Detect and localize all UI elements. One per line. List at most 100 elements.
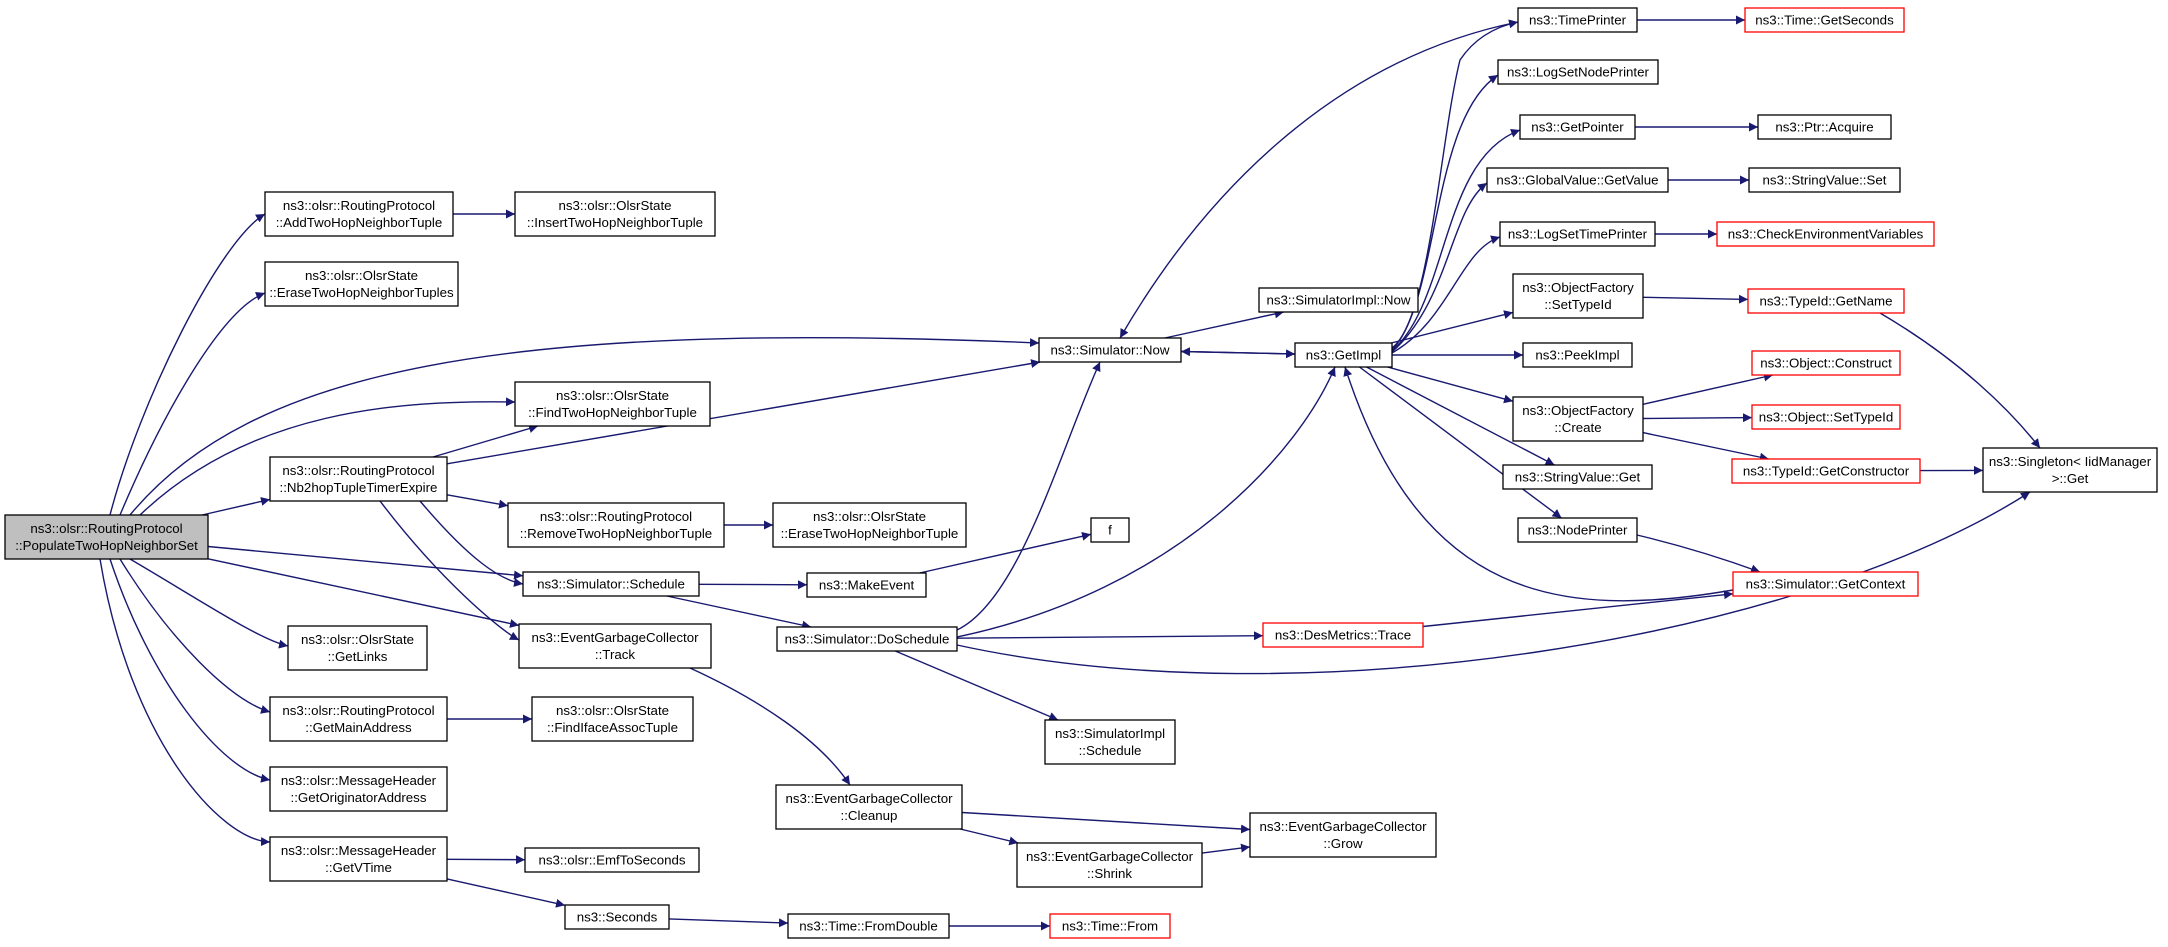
- node-label-getLinks-line-1: ::GetLinks: [328, 649, 388, 664]
- node-box-getMainAddress: [269, 696, 448, 742]
- edge-doSchedule-to-getImpl: [956, 366, 1336, 638]
- edge-nb2hop-to-egcTrack: [379, 500, 520, 641]
- node-getPointer[interactable]: ns3::GetPointer: [1519, 114, 1636, 140]
- node-eraseTwoHopTuple[interactable]: ns3::olsr::OlsrState::EraseTwoHopNeighbo…: [772, 502, 967, 548]
- node-label-fromDouble-line-0: ns3::Time::FromDouble: [799, 919, 937, 934]
- node-box-svSet: [1748, 167, 1901, 193]
- node-nb2hop[interactable]: ns3::olsr::RoutingProtocol::Nb2hopTupleT…: [269, 456, 448, 502]
- node-label-singletonGet-line-0: ns3::Singleton< IidManager: [1989, 454, 2152, 469]
- node-label-checkEnv-line-0: ns3::CheckEnvironmentVariables: [1728, 227, 1924, 242]
- node-checkEnv[interactable]: ns3::CheckEnvironmentVariables: [1716, 221, 1935, 247]
- node-label-schedule-line-0: ns3::Simulator::Schedule: [537, 577, 685, 592]
- node-implNow[interactable]: ns3::SimulatorImpl::Now: [1258, 287, 1419, 313]
- node-doSchedule[interactable]: ns3::Simulator::DoSchedule: [776, 626, 958, 652]
- node-typeIdGetCtor[interactable]: ns3::TypeId::GetConstructor: [1731, 458, 1921, 484]
- node-label-ptrAcquire-line-0: ns3::Ptr::Acquire: [1775, 120, 1873, 135]
- node-getMainAddress[interactable]: ns3::olsr::RoutingProtocol::GetMainAddre…: [269, 696, 448, 742]
- edge-getVTime-to-seconds: [446, 878, 566, 908]
- node-label-makeEvent-line-0: ns3::MakeEvent: [819, 578, 915, 593]
- node-box-objConstruct: [1751, 350, 1901, 376]
- node-egcCleanup[interactable]: ns3::EventGarbageCollector::Cleanup: [775, 784, 963, 830]
- node-singletonGet[interactable]: ns3::Singleton< IidManager>::Get: [1982, 447, 2158, 493]
- node-label-implNow-line-0: ns3::SimulatorImpl::Now: [1266, 293, 1410, 308]
- node-svGet[interactable]: ns3::StringValue::Get: [1502, 464, 1653, 490]
- node-addTwoHop[interactable]: ns3::olsr::RoutingProtocol::AddTwoHopNei…: [264, 191, 454, 237]
- node-label-findIface-line-0: ns3::olsr::OlsrState: [556, 703, 669, 718]
- node-timePrinter[interactable]: ns3::TimePrinter: [1517, 7, 1638, 33]
- node-objSetTypeId[interactable]: ns3::Object::SetTypeId: [1751, 404, 1901, 430]
- node-box-removeTwoHop: [507, 502, 725, 548]
- node-removeTwoHop[interactable]: ns3::olsr::RoutingProtocol::RemoveTwoHop…: [507, 502, 725, 548]
- node-label-addTwoHop-line-0: ns3::olsr::RoutingProtocol: [283, 198, 435, 213]
- node-insertTwoHop[interactable]: ns3::olsr::OlsrState::InsertTwoHopNeighb…: [514, 191, 716, 237]
- node-ofCreate[interactable]: ns3::ObjectFactory::Create: [1512, 396, 1644, 442]
- node-label-eraseTwoHopTuples-line-1: ::EraseTwoHopNeighborTuples: [269, 285, 454, 300]
- node-box-egcCleanup: [775, 784, 963, 830]
- node-f[interactable]: f: [1090, 517, 1130, 543]
- node-implSchedule[interactable]: ns3::SimulatorImpl::Schedule: [1044, 719, 1176, 765]
- node-ptrAcquire[interactable]: ns3::Ptr::Acquire: [1757, 114, 1892, 140]
- node-logSetNode[interactable]: ns3::LogSetNodePrinter: [1497, 59, 1659, 85]
- node-getOriginator[interactable]: ns3::olsr::MessageHeader::GetOriginatorA…: [269, 766, 448, 812]
- node-eraseTwoHopTuples[interactable]: ns3::olsr::OlsrState::EraseTwoHopNeighbo…: [264, 261, 459, 307]
- node-getVTime[interactable]: ns3::olsr::MessageHeader::GetVTime: [269, 836, 448, 882]
- node-label-typeIdGetCtor-line-0: ns3::TypeId::GetConstructor: [1743, 464, 1910, 479]
- node-gvGetValue[interactable]: ns3::GlobalValue::GetValue: [1486, 167, 1669, 193]
- node-emfToSeconds[interactable]: ns3::olsr::EmfToSeconds: [524, 847, 700, 873]
- node-schedule[interactable]: ns3::Simulator::Schedule: [522, 571, 700, 597]
- node-label-implSchedule-line-0: ns3::SimulatorImpl: [1055, 726, 1165, 741]
- node-label-ofCreate-line-1: ::Create: [1554, 420, 1601, 435]
- node-box-logSetNode: [1497, 59, 1659, 85]
- node-box-egcShrink: [1016, 842, 1203, 888]
- node-box-emfToSeconds: [524, 847, 700, 873]
- node-label-svSet-line-0: ns3::StringValue::Set: [1763, 173, 1887, 188]
- node-label-removeTwoHop-line-0: ns3::olsr::RoutingProtocol: [540, 509, 692, 524]
- node-nodePrinter[interactable]: ns3::NodePrinter: [1517, 517, 1638, 543]
- node-label-getMainAddress-line-1: ::GetMainAddress: [305, 720, 412, 735]
- node-simNow[interactable]: ns3::Simulator::Now: [1038, 337, 1182, 363]
- node-desTrace[interactable]: ns3::DesMetrics::Trace: [1262, 622, 1424, 648]
- node-egcShrink[interactable]: ns3::EventGarbageCollector::Shrink: [1016, 842, 1203, 888]
- node-findIface[interactable]: ns3::olsr::OlsrState::FindIfaceAssocTupl…: [531, 696, 694, 742]
- node-label-logSetNode-line-0: ns3::LogSetNodePrinter: [1507, 65, 1649, 80]
- node-label-egcShrink-line-1: ::Shrink: [1087, 866, 1132, 881]
- node-label-egcTrack-line-0: ns3::EventGarbageCollector: [531, 630, 699, 645]
- node-box-seconds: [564, 904, 670, 930]
- node-label-simNow-line-0: ns3::Simulator::Now: [1051, 343, 1170, 358]
- node-findTwoHop[interactable]: ns3::olsr::OlsrState::FindTwoHopNeighbor…: [514, 381, 711, 427]
- node-objConstruct[interactable]: ns3::Object::Construct: [1751, 350, 1901, 376]
- edge-root-to-nb2hop: [201, 497, 271, 516]
- node-box-singletonGet: [1982, 447, 2158, 493]
- node-peekImpl[interactable]: ns3::PeekImpl: [1522, 342, 1633, 368]
- edge-simGetContext-to-getImpl: [1343, 366, 1734, 602]
- node-getImpl[interactable]: ns3::GetImpl: [1294, 342, 1393, 368]
- node-getLinks[interactable]: ns3::olsr::OlsrState::GetLinks: [287, 625, 428, 671]
- node-svSet[interactable]: ns3::StringValue::Set: [1748, 167, 1901, 193]
- edge-seconds-to-fromDouble: [668, 918, 789, 928]
- node-label-getMainAddress-line-0: ns3::olsr::RoutingProtocol: [282, 703, 434, 718]
- node-label-gvGetValue-line-0: ns3::GlobalValue::GetValue: [1496, 173, 1658, 188]
- node-makeEvent[interactable]: ns3::MakeEvent: [806, 572, 927, 598]
- node-egcGrow[interactable]: ns3::EventGarbageCollector::Grow: [1249, 812, 1437, 858]
- node-label-findTwoHop-line-1: ::FindTwoHopNeighborTuple: [528, 405, 697, 420]
- node-ofSetTypeId[interactable]: ns3::ObjectFactory::SetTypeId: [1512, 273, 1644, 319]
- node-simGetContext[interactable]: ns3::Simulator::GetContext: [1732, 571, 1919, 597]
- node-typeIdGetName[interactable]: ns3::TypeId::GetName: [1747, 288, 1905, 314]
- edge-makeEvent-to-f: [919, 531, 1092, 574]
- node-seconds[interactable]: ns3::Seconds: [564, 904, 670, 930]
- edge-doSchedule-to-implSchedule: [895, 650, 1059, 721]
- node-timeFrom[interactable]: ns3::Time::From: [1049, 913, 1171, 939]
- node-fromDouble[interactable]: ns3::Time::FromDouble: [787, 913, 950, 939]
- node-timeGetSeconds[interactable]: ns3::Time::GetSeconds: [1744, 7, 1905, 33]
- node-label-f-line-0: f: [1108, 523, 1112, 538]
- node-logSetTime[interactable]: ns3::LogSetTimePrinter: [1499, 221, 1656, 247]
- edge-getImpl-to-logSetTime: [1391, 235, 1501, 354]
- node-label-getVTime-line-0: ns3::olsr::MessageHeader: [281, 843, 437, 858]
- node-egcTrack[interactable]: ns3::EventGarbageCollector::Track: [518, 623, 712, 669]
- node-box-schedule: [522, 571, 700, 597]
- node-box-ofSetTypeId: [1512, 273, 1644, 319]
- node-label-ofCreate-line-0: ns3::ObjectFactory: [1522, 403, 1634, 418]
- node-label-root-line-1: ::PopulateTwoHopNeighborSet: [15, 538, 198, 553]
- node-label-seconds-line-0: ns3::Seconds: [577, 910, 658, 925]
